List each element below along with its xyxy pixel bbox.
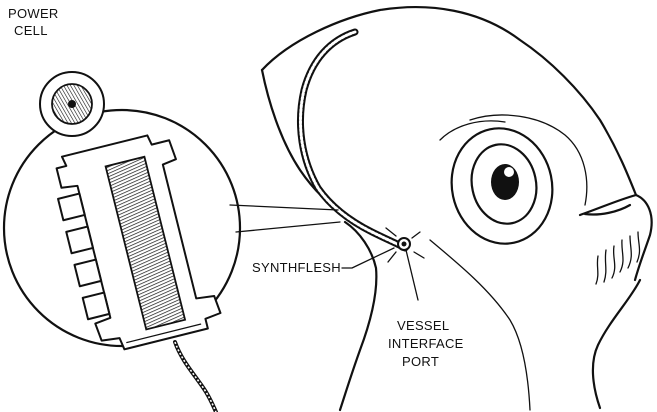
synthflesh-leader xyxy=(342,248,394,268)
power-cell-label-line2: CELL xyxy=(14,23,48,38)
synthflesh-label: SYNTHFLESH xyxy=(252,260,341,275)
power-cell-label-line1: POWER xyxy=(8,6,59,21)
chin-line xyxy=(593,280,640,408)
head-outline xyxy=(262,7,636,195)
vessel-label-line3: PORT xyxy=(402,354,439,369)
device-tab xyxy=(83,293,110,320)
beard-tendrils xyxy=(596,232,640,284)
label-synthflesh: SYNTHFLESH xyxy=(252,248,394,275)
magnifier-leader xyxy=(230,205,340,232)
vessel-leader xyxy=(406,250,418,300)
vessel-cable xyxy=(300,32,424,262)
device-tab xyxy=(58,194,85,221)
vessel-label-line2: INTERFACE xyxy=(388,336,464,351)
vessel-label-line1: VESSEL xyxy=(397,318,449,333)
power-cell xyxy=(40,72,104,136)
label-power-cell: POWER CELL xyxy=(8,6,59,38)
jaw-line xyxy=(580,195,652,280)
neck-front xyxy=(340,222,376,410)
eye-highlight xyxy=(504,167,514,177)
device-tab xyxy=(66,227,93,254)
label-vessel-interface-port: VESSEL INTERFACE PORT xyxy=(388,250,464,369)
device-tab xyxy=(74,260,101,287)
